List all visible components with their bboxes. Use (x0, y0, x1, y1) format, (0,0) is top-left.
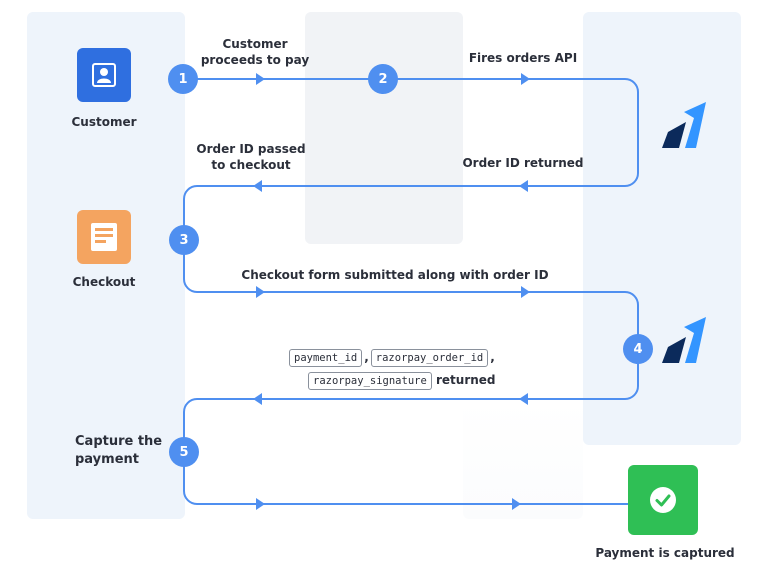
form-icon (91, 223, 117, 251)
checkout-label: Checkout (72, 275, 136, 289)
check-icon (650, 487, 676, 513)
step-badge-4: 4 (623, 334, 653, 364)
edge-label-checkout-submitted: Checkout form submitted along with order… (241, 268, 549, 282)
edge-label-order-id-passed: Order ID passed to checkout (196, 142, 306, 172)
arrow-head (519, 180, 528, 192)
arrow-head (256, 286, 265, 298)
customer-icon-box (77, 48, 131, 102)
razorpay-lane (583, 12, 741, 445)
comma: , (490, 350, 495, 364)
razorpay-signature-code: razorpay_signature (308, 372, 432, 390)
edge-label-customer-proceeds: Customer proceeds to pay (200, 37, 310, 67)
arrow-head (256, 498, 265, 510)
user-icon (92, 63, 116, 87)
capture-label: Capture the payment (75, 434, 163, 467)
arrow-head (521, 73, 530, 85)
flow-path-1 (183, 78, 639, 505)
success-icon-box (628, 465, 698, 535)
arrow-head (253, 180, 262, 192)
checkout-icon-box (77, 210, 131, 264)
returned-values-line-2: razorpay_signature returned (308, 372, 496, 390)
razorpay-logo (662, 317, 706, 363)
arrow-head (256, 73, 265, 85)
arrow-head (519, 393, 528, 405)
razorpay-logo (662, 102, 706, 148)
step-badge-1: 1 (168, 64, 198, 94)
arrow-head (521, 286, 530, 298)
returned-values-line-1: payment_id,razorpay_order_id, (289, 349, 497, 367)
arrow-head (253, 393, 262, 405)
edge-label-order-id-returned: Order ID returned (462, 156, 584, 170)
capture-lane (463, 400, 583, 519)
step-badge-2: 2 (368, 64, 398, 94)
edge-label-fires-orders-api: Fires orders API (468, 51, 578, 65)
step-badge-5: 5 (169, 437, 199, 467)
razorpay-order-id-code: razorpay_order_id (370, 349, 489, 367)
step-badge-3: 3 (169, 225, 199, 255)
server-lane (305, 12, 463, 244)
payment-id-code: payment_id (289, 349, 363, 367)
arrow-head (512, 498, 521, 510)
comma: , (364, 350, 369, 364)
returned-label: returned (435, 373, 496, 387)
customer-label: Customer (71, 115, 137, 129)
payment-captured-label: Payment is captured (595, 546, 735, 560)
